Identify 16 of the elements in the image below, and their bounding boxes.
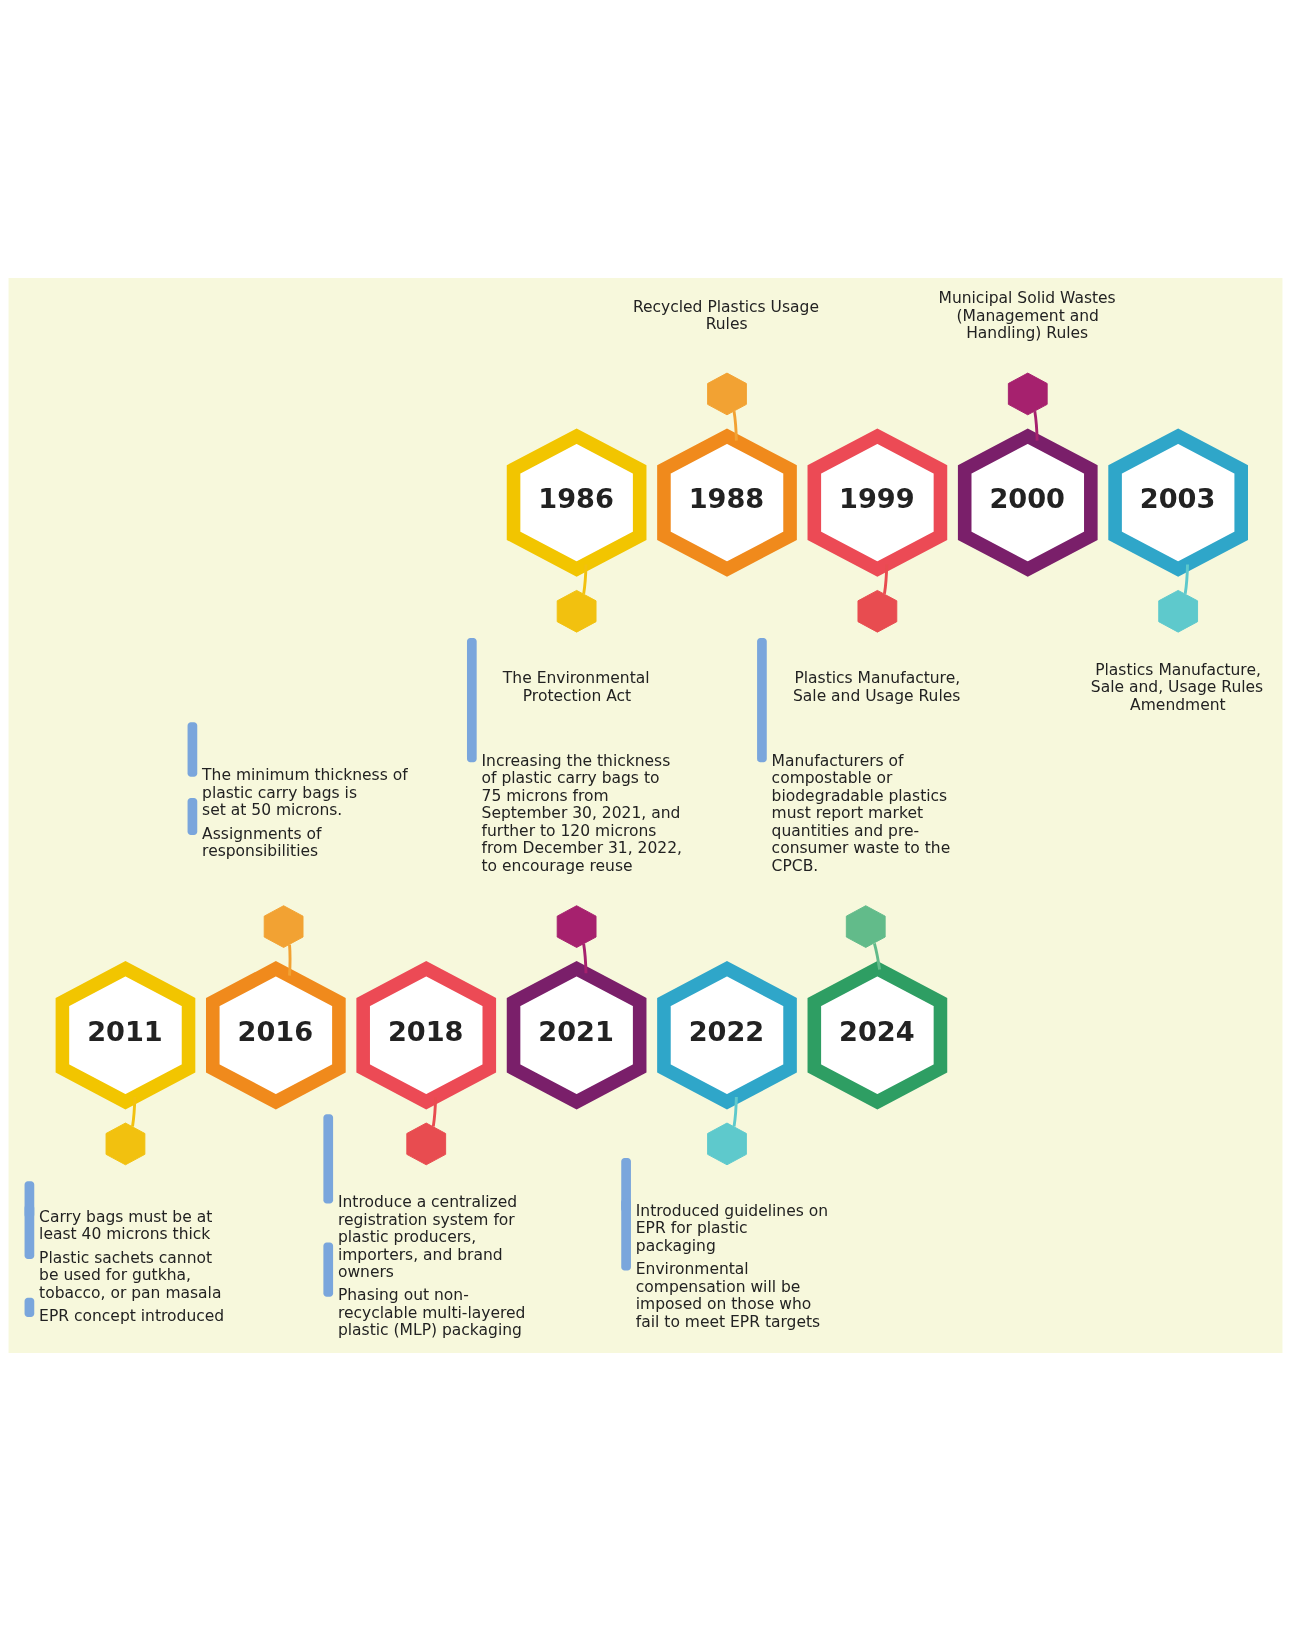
node-label: Carry bags must be at least 40 microns thick [39, 1207, 213, 1243]
node-label: The Environmental Protection Act [502, 668, 650, 705]
node-label: Plastics Manufacture, Sale and, Usage Rules Amendment [1090, 660, 1264, 714]
node-label: Recycled Plastics Usage Rules [632, 297, 819, 333]
node-label: Plastic sachets cannot be used for gutkha, tobacco, or pan masala [39, 1248, 222, 1301]
node-label: Increasing the thickness of plastic carry bags to 75 microns from September 30, 2021, and further to 120 microns from December 31, 2022, to encourage reuse [481, 751, 682, 875]
node-label: The minimum thickness of plastic carry bags is set at 50 microns. [202, 765, 408, 819]
node-label: Introduced guidelines on EPR for plastic packaging [635, 1201, 829, 1255]
node-label: Phasing out non-recyclable multi-layered plastic (MLP) packaging [337, 1285, 526, 1339]
node-label: Manufacturers of compostable or biodegradable plastics must report market quantities and pre-consumer waste to the CPCB. [771, 751, 951, 875]
node-label: Introduce a centralized registration system for plastic producers, importers, and brand owners [337, 1192, 518, 1281]
node-label: EPR concept introduced [39, 1306, 225, 1325]
node-label: Plastics Manufacture, Sale and Usage Rules [792, 668, 961, 705]
node-label: Municipal Solid Wastes (Management and Handling) Rules [938, 288, 1116, 342]
node-label: Assignments of responsibilities [202, 824, 322, 860]
node-label: Environmental compensation will be imposed on those who fail to meet EPR targets [635, 1259, 821, 1331]
